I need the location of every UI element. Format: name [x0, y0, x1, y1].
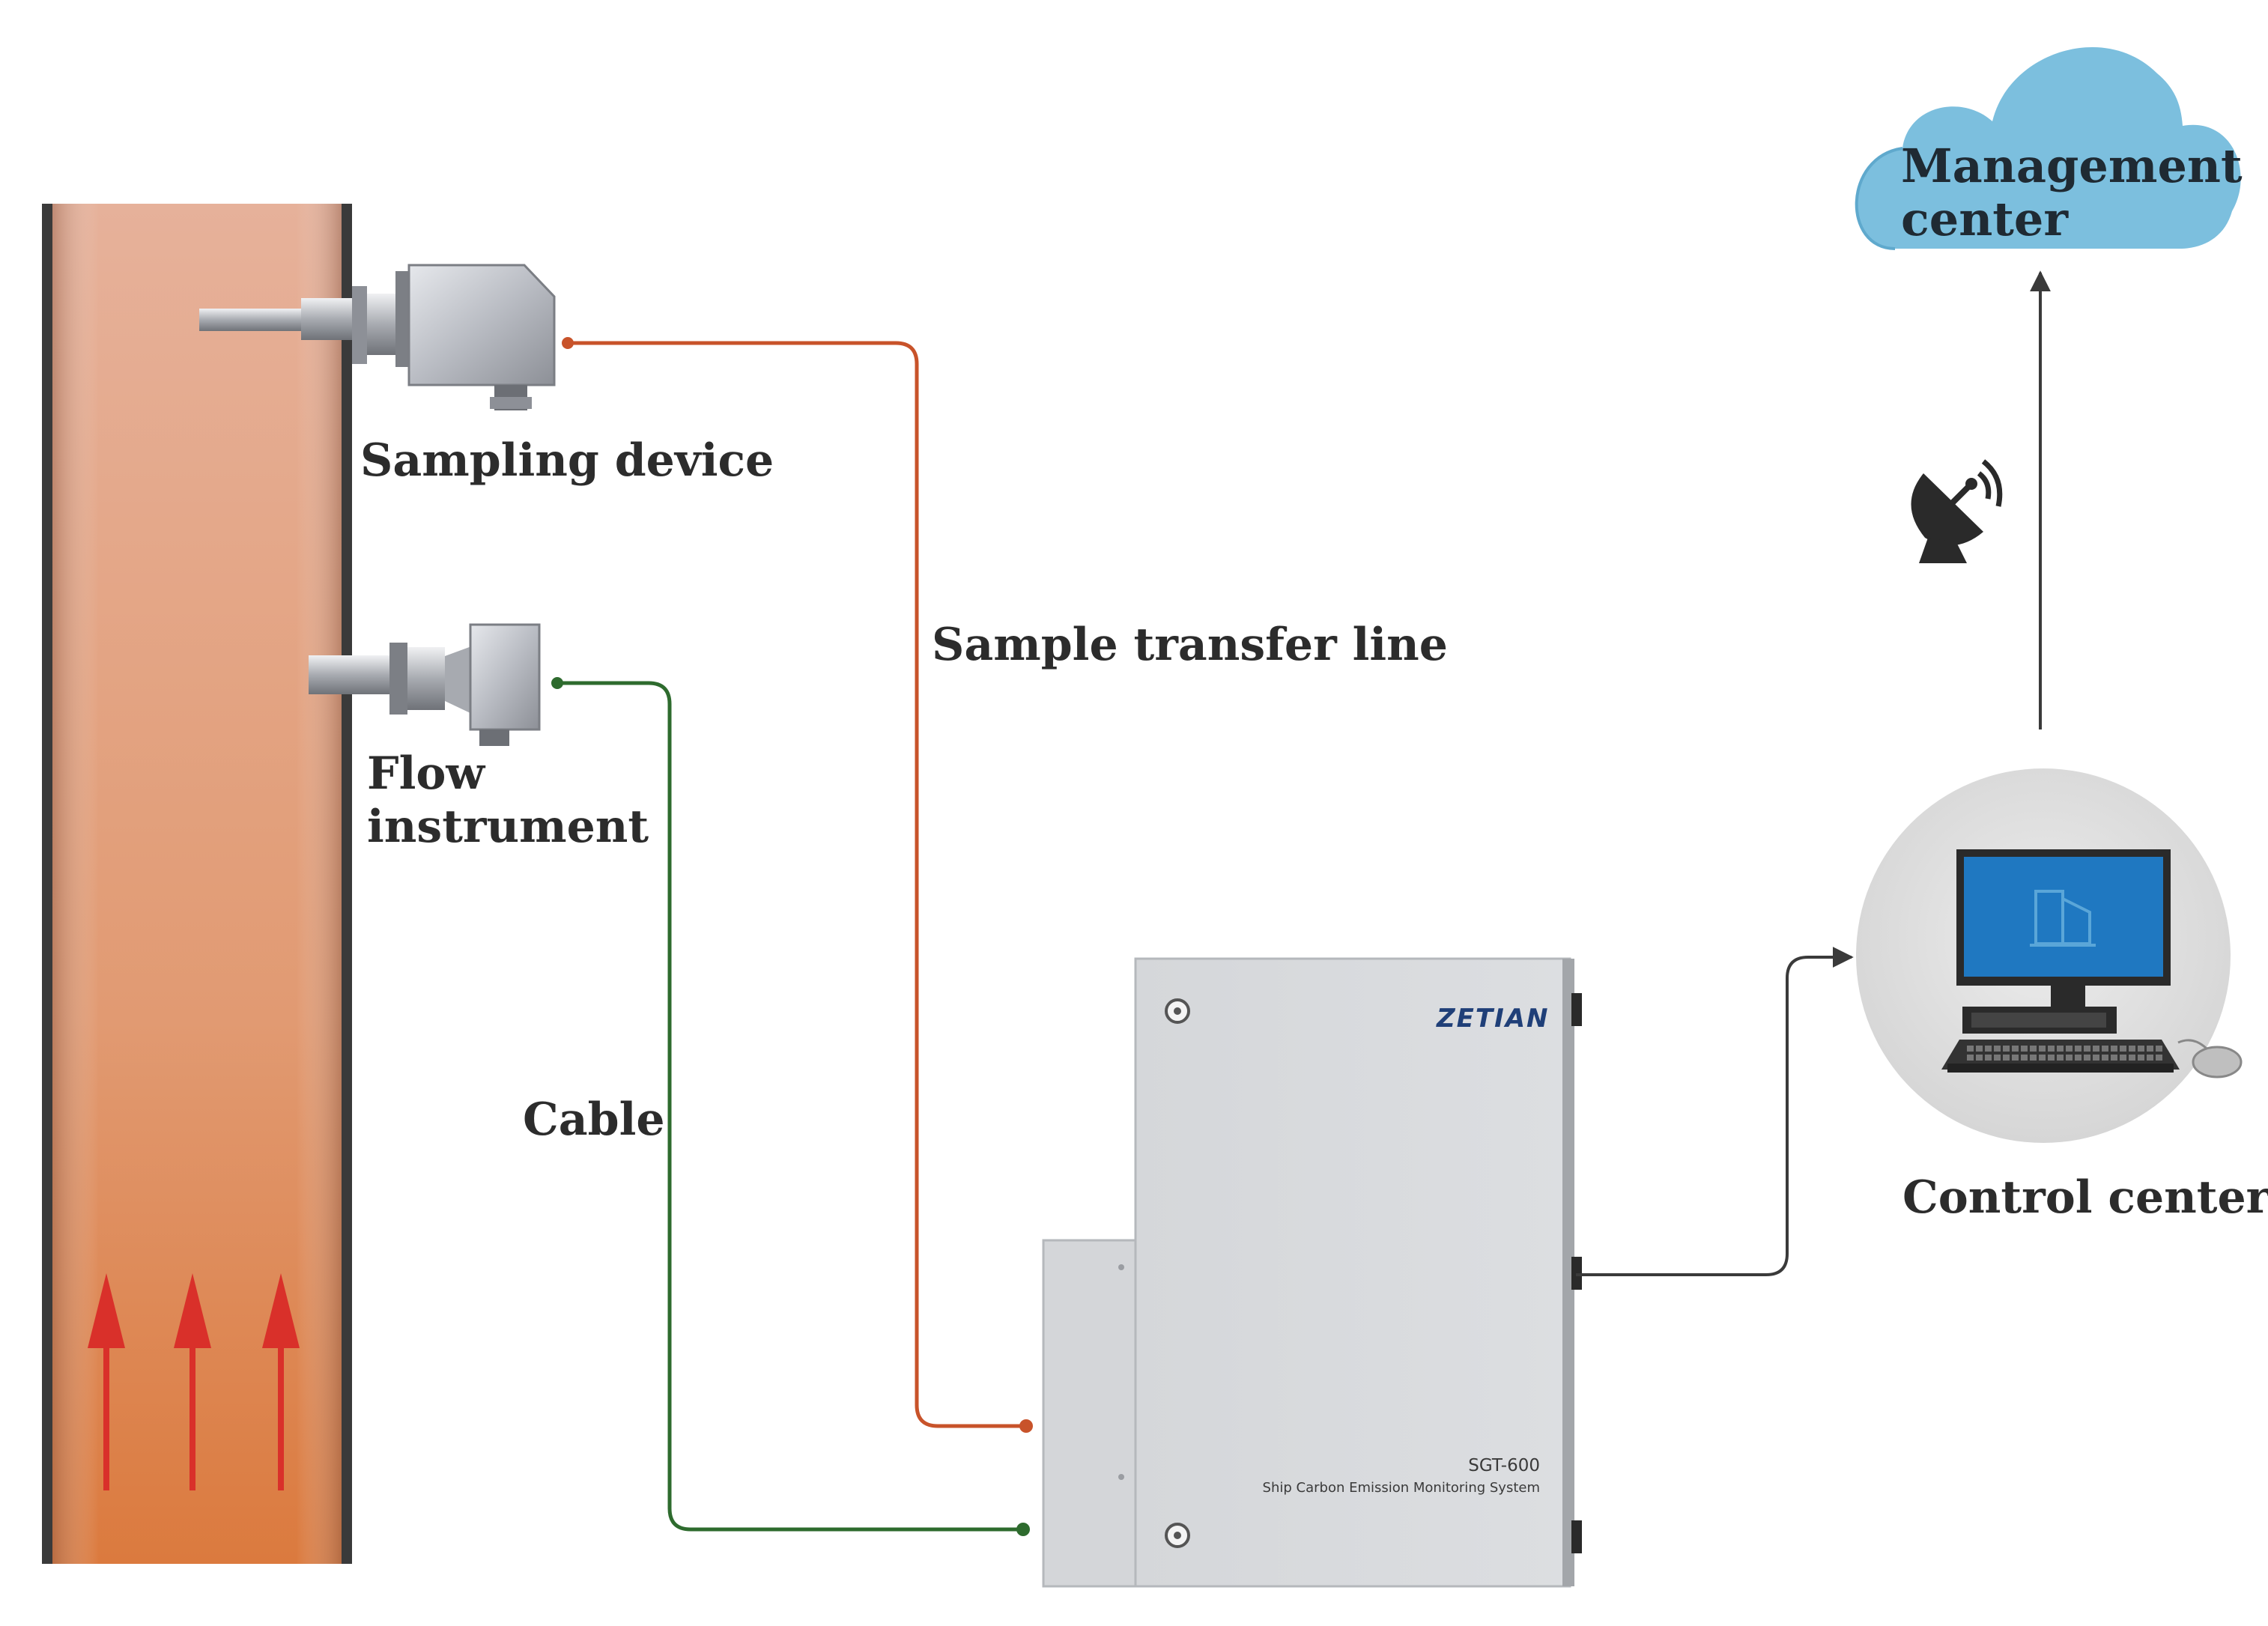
sampling-device-label: Sampling device [360, 434, 774, 487]
keyboard-key [2012, 1046, 2019, 1052]
keyboard-key [2003, 1055, 2010, 1061]
keyboard-key [2111, 1046, 2117, 1052]
keyboard-key [2030, 1055, 2037, 1061]
keyboard-key [1985, 1055, 1992, 1061]
flow-arrow-icon [262, 1273, 300, 1490]
chimney [42, 204, 352, 1564]
keyboard-key [2048, 1046, 2055, 1052]
keyboard-key [2030, 1046, 2037, 1052]
keyboard-key [2156, 1046, 2162, 1052]
keyboard-key [1994, 1055, 2001, 1061]
keyboard-key [1985, 1046, 1992, 1052]
flow-instrument [309, 623, 541, 746]
keyboard-key [2075, 1055, 2081, 1061]
keyboard-key [2093, 1046, 2099, 1052]
keyboard-key [2057, 1055, 2064, 1061]
flow-arrow-icon [174, 1273, 211, 1490]
keyboard-key [2048, 1055, 2055, 1061]
sample-transfer-line [562, 337, 1033, 1433]
flow-instrument-label-line1: Flow [367, 747, 485, 800]
keyboard-key [2012, 1055, 2019, 1061]
keyboard-key [2138, 1055, 2144, 1061]
cabinet-model: SGT-600 [1468, 1456, 1540, 1475]
sample-transfer-line-label: Sample transfer line [932, 619, 1448, 671]
keyboard-key [2138, 1046, 2144, 1052]
cloud-icon [1855, 46, 2241, 250]
management-center-label: Management center [1901, 139, 2243, 246]
keyboard-key [1967, 1055, 1974, 1061]
keyboard-key [2129, 1046, 2135, 1052]
keyboard-key [2066, 1055, 2073, 1061]
flow-instrument-label-line2: instrument [367, 800, 649, 853]
keyboard-key [2075, 1046, 2081, 1052]
keyboard-key [2021, 1046, 2028, 1052]
control-center-computer [1856, 768, 2243, 1143]
cabinet-subtitle: Ship Carbon Emission Monitoring System [1262, 1480, 1540, 1496]
sampling-device [199, 264, 556, 410]
keyboard-key [2039, 1055, 2046, 1061]
management-center-label-line1: Management [1901, 139, 2243, 193]
keyboard-key [1976, 1055, 1983, 1061]
keyboard-key [2066, 1046, 2073, 1052]
keyboard-key [2111, 1055, 2117, 1061]
cable-label: Cable [523, 1093, 665, 1146]
keyboard-key [2147, 1046, 2153, 1052]
keyboard-key [2003, 1046, 2010, 1052]
keyboard-key [2129, 1055, 2135, 1061]
flow-instrument-label: Flow instrument [367, 747, 649, 854]
keyboard-key [1994, 1046, 2001, 1052]
keyboard-key [2120, 1046, 2126, 1052]
keyboard-key [2156, 1055, 2162, 1061]
cabinet-brand-logo: ZETIAN [1437, 1004, 1550, 1034]
keyboard-key [2147, 1055, 2153, 1061]
keyboard-key [2021, 1055, 2028, 1061]
control-center-label: Control center [1902, 1171, 2268, 1224]
keyboard-key [2057, 1046, 2064, 1052]
keyboard-key [2084, 1055, 2090, 1061]
keyboard-keys [1967, 1046, 2162, 1061]
satellite-dish-icon [1911, 459, 2003, 563]
network-line [1576, 947, 1854, 1276]
keyboard-key [2120, 1055, 2126, 1061]
flow-arrows [88, 1273, 300, 1490]
keyboard-key [1976, 1046, 1983, 1052]
management-center-label-line2: center [1901, 192, 2069, 247]
keyboard-key [2039, 1046, 2046, 1052]
keyboard-key [2093, 1055, 2099, 1061]
flow-arrow-icon [88, 1273, 125, 1490]
keyboard-key [1967, 1046, 1974, 1052]
cable-line [551, 677, 1030, 1536]
computer-icon [1941, 849, 2243, 1079]
keyboard-key [2084, 1046, 2090, 1052]
keyboard-key [2102, 1046, 2108, 1052]
analyzer-cabinet [1042, 957, 1582, 1588]
keyboard-key [2102, 1055, 2108, 1061]
